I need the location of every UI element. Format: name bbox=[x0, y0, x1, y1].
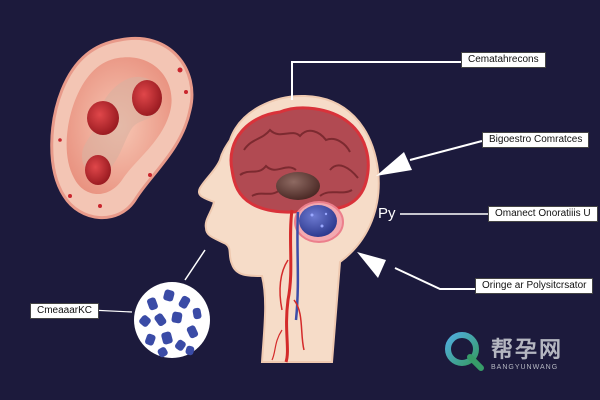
blood-vessels bbox=[271, 209, 305, 363]
cell-cluster bbox=[134, 282, 210, 358]
watermark-chinese: 帮孕网 bbox=[491, 337, 564, 363]
label-lower-right: Oringe ar Polysitcrsator bbox=[475, 278, 594, 294]
watermark: 帮孕网 BANGYUNWANG bbox=[443, 330, 563, 372]
leader-line-cells bbox=[184, 249, 206, 281]
arrow-lower-right-icon bbox=[357, 252, 386, 278]
kidney-organ bbox=[50, 37, 194, 219]
label-middle-right: Omanect Onoratiiis U bbox=[488, 206, 598, 222]
watermark-english: BANGYUNWANG bbox=[491, 363, 559, 371]
brain bbox=[229, 106, 370, 214]
leader-line-top bbox=[291, 61, 462, 100]
arrow-upper-right-icon bbox=[376, 152, 412, 176]
leader-line-lower-right bbox=[394, 267, 475, 290]
logo-q-icon bbox=[445, 332, 484, 371]
label-upper-right: Bigoestro Comratces bbox=[482, 132, 590, 148]
leader-line-upper-right bbox=[409, 140, 483, 161]
blue-organ bbox=[294, 201, 344, 243]
label-top: Cematahrecons bbox=[461, 52, 546, 68]
label-left: CmeaaarKC bbox=[30, 303, 100, 319]
marker-text: Py bbox=[378, 205, 396, 222]
leader-lines bbox=[89, 61, 488, 313]
